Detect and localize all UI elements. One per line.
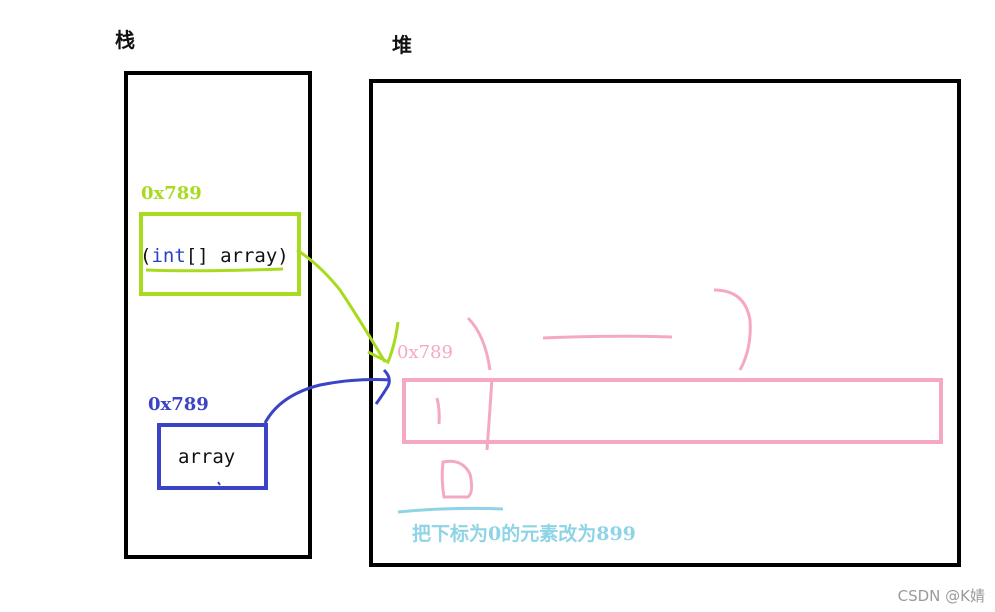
local-frame — [157, 423, 268, 490]
heap-array-object — [402, 378, 943, 444]
local-variable-label: array — [178, 446, 236, 468]
local-arrowhead — [374, 368, 391, 405]
heap-title: 堆 — [392, 33, 412, 57]
local-tick — [217, 481, 221, 486]
heap-array-address: 0x789 — [397, 342, 453, 363]
param-underline — [145, 267, 284, 273]
modification-note: 把下标为0的元素改为899 — [412, 523, 636, 545]
watermark: CSDN @K婧 — [897, 587, 985, 605]
element-zero-mark — [435, 397, 441, 425]
local-reference-arrow — [263, 378, 391, 424]
param-frame — [139, 212, 301, 296]
bracket-right — [713, 288, 752, 371]
param-arrowhead — [367, 321, 400, 365]
ellipsis-dash — [542, 334, 673, 340]
local-frame-address: 0x789 — [148, 394, 209, 415]
param-code: (int[] array) — [140, 245, 289, 267]
stack-region — [124, 71, 312, 559]
param-reference-arrow — [296, 248, 387, 363]
param-code-prefix: ( — [140, 245, 152, 267]
index-zero-label — [440, 459, 474, 499]
note-underline — [397, 506, 504, 514]
param-code-rest: [] array) — [185, 245, 289, 267]
param-code-keyword: int — [151, 245, 186, 267]
heap-region — [369, 79, 961, 567]
index-divider-top — [466, 316, 492, 371]
stack-title: 栈 — [115, 28, 135, 52]
param-frame-address: 0x789 — [141, 183, 202, 204]
index-divider — [485, 377, 494, 451]
